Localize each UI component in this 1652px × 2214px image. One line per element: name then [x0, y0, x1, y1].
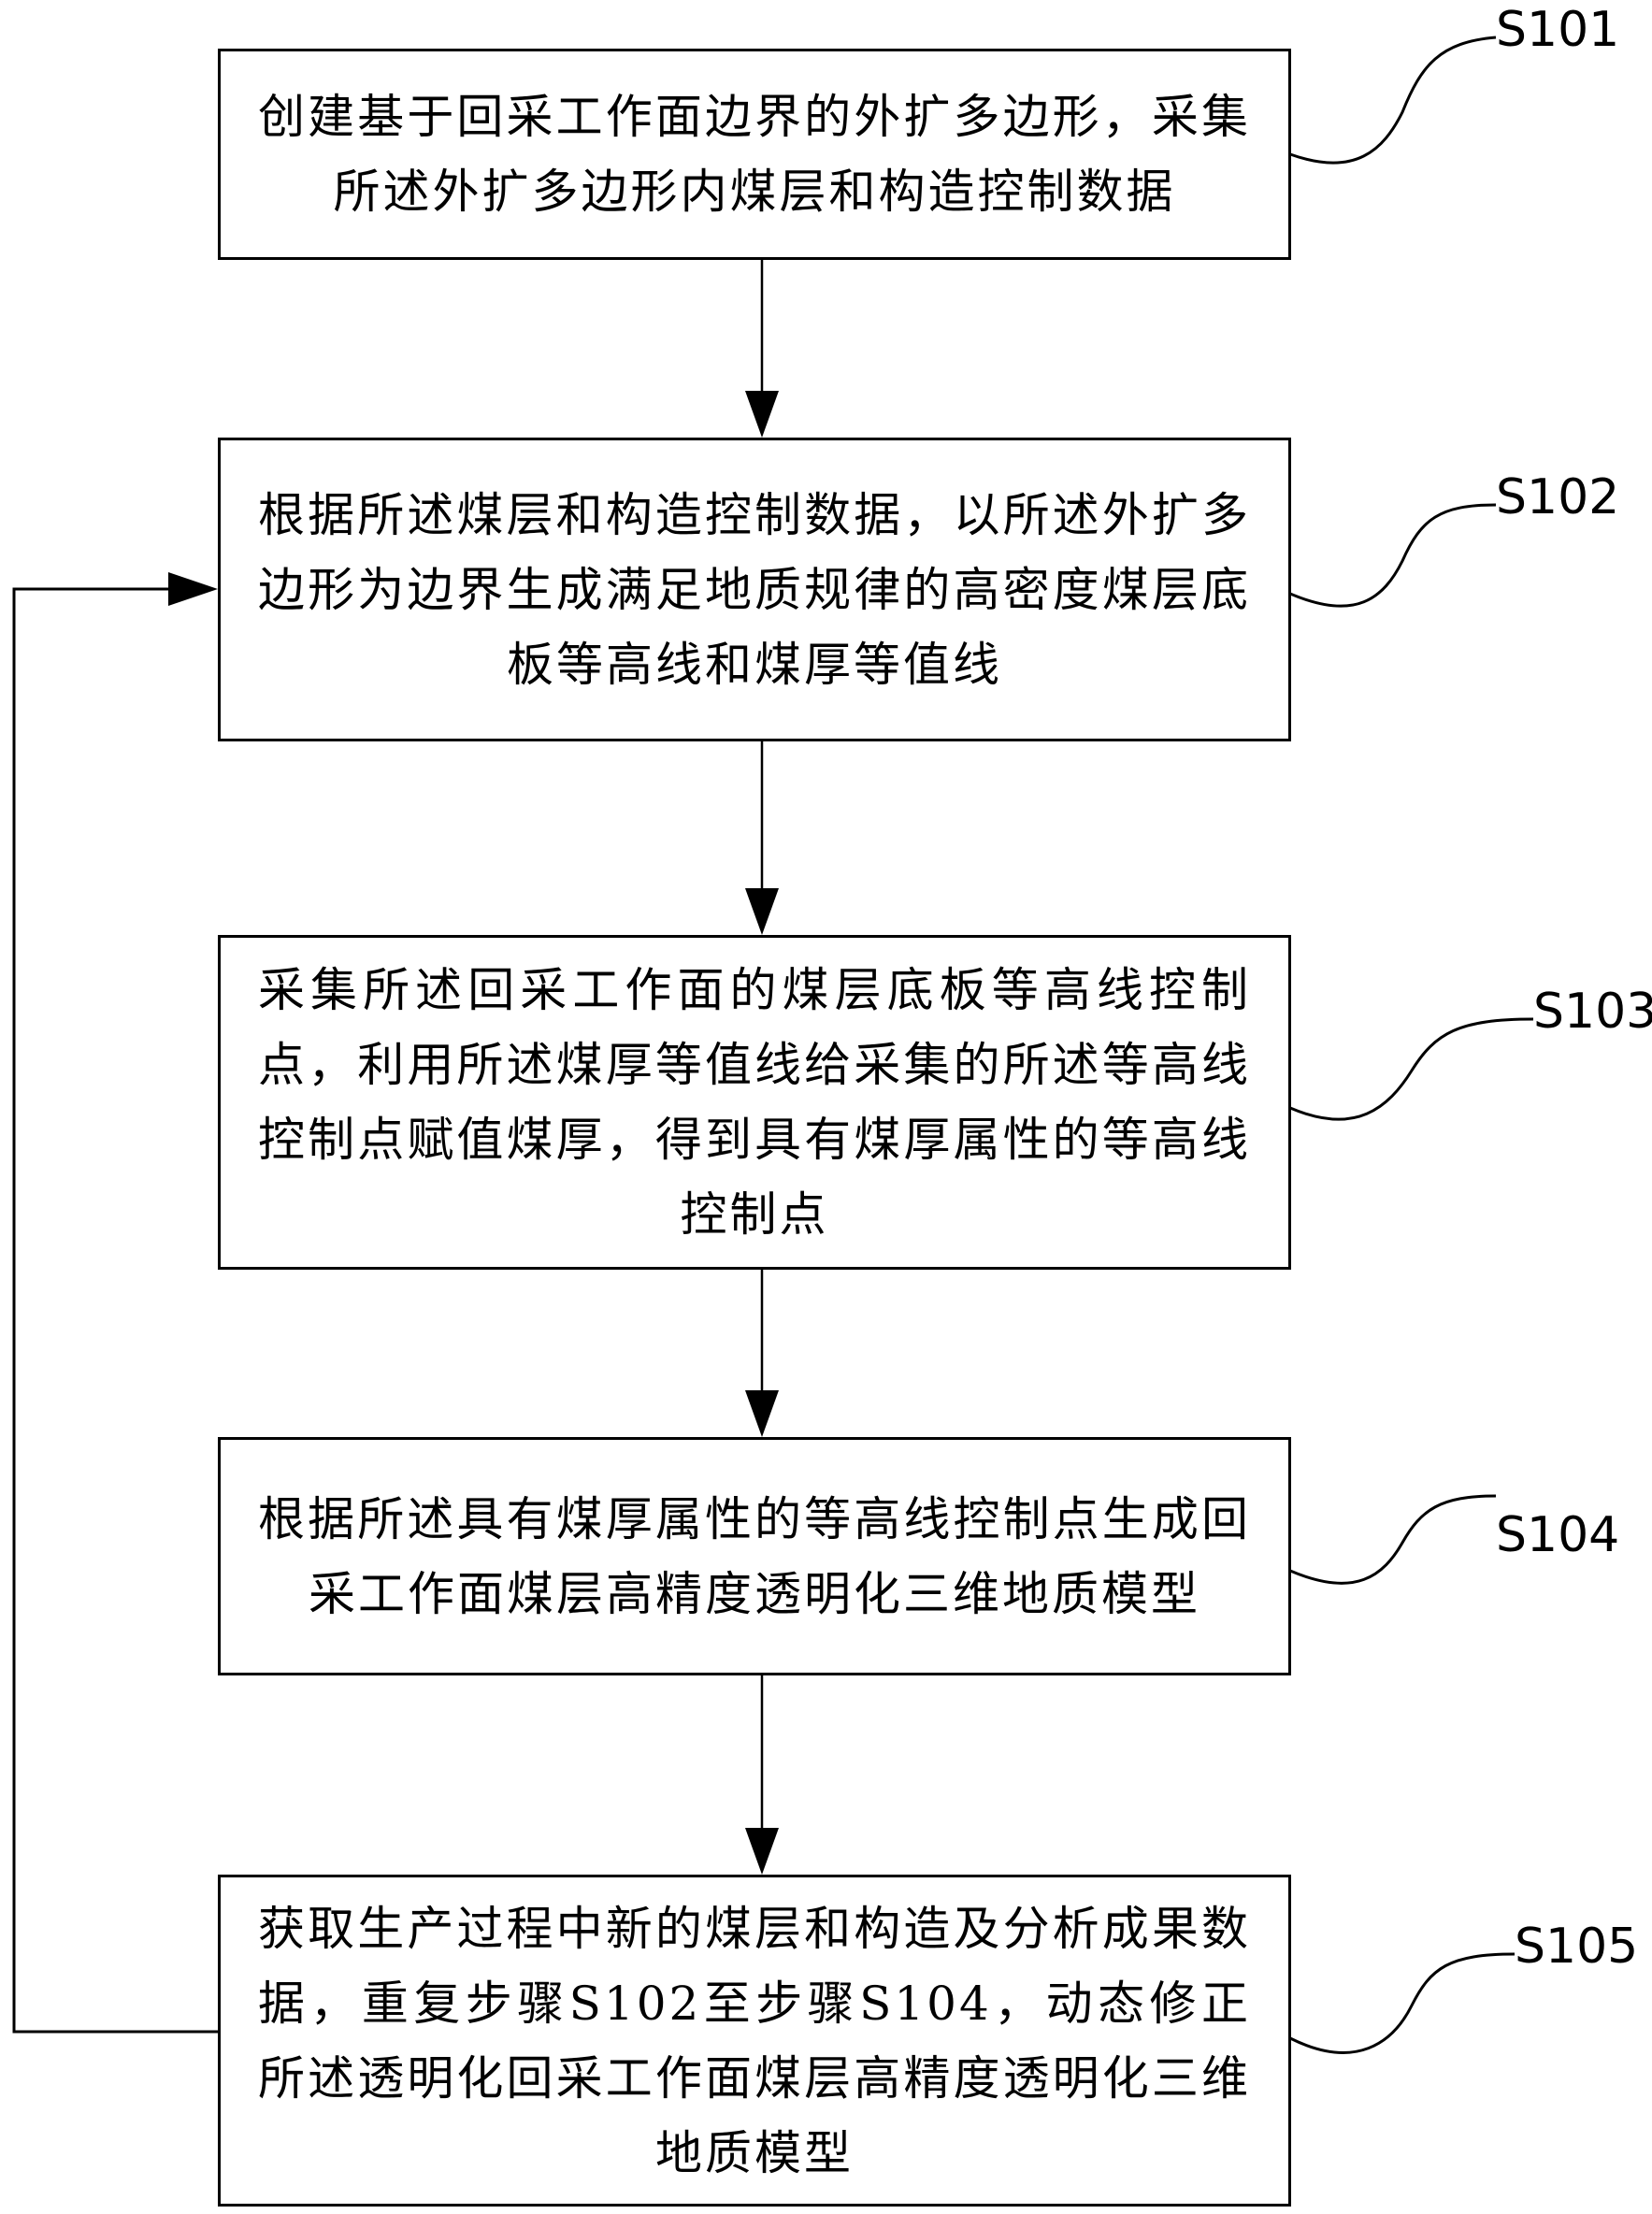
arrow-s104-s105 [745, 1675, 779, 1875]
step-text-s103: 采集所述回采工作面的煤层底板等高线控制点，利用所述煤厚等值线给采集的所述等高线控… [258, 963, 1251, 1242]
step-text-s104: 根据所述具有煤厚属性的等高线控制点生成回采工作面煤层高精度透明化三维地质模型 [258, 1491, 1251, 1621]
leader-line-s101 [1289, 36, 1497, 165]
leader-line-s104 [1289, 1494, 1497, 1585]
step-text-s102: 根据所述煤层和构造控制数据，以所述外扩多边形为边界生成满足地质规律的高密度煤层底… [258, 487, 1251, 692]
step-label-s102: S102 [1496, 469, 1620, 525]
leader-line-s105 [1289, 1952, 1516, 2054]
arrow-s101-s102 [745, 260, 779, 438]
leader-line-s103 [1289, 1017, 1534, 1121]
step-box-s105: 获取生产过程中新的煤层和构造及分析成果数据，重复步骤S102至步骤S104，动态… [218, 1875, 1291, 2207]
step-box-s104: 根据所述具有煤厚属性的等高线控制点生成回采工作面煤层高精度透明化三维地质模型 [218, 1437, 1291, 1675]
step-label-s101: S101 [1496, 2, 1620, 58]
arrow-s103-s104 [745, 1270, 779, 1437]
feedback-loop-arrow [12, 572, 218, 2034]
step-box-s101: 创建基于回采工作面边界的外扩多边形，采集所述外扩多边形内煤层和构造控制数据 [218, 49, 1291, 260]
arrow-s102-s103 [745, 741, 779, 935]
step-box-s102: 根据所述煤层和构造控制数据，以所述外扩多边形为边界生成满足地质规律的高密度煤层底… [218, 438, 1291, 741]
step-text-s101: 创建基于回采工作面边界的外扩多边形，采集所述外扩多边形内煤层和构造控制数据 [258, 90, 1251, 219]
step-label-s103: S103 [1533, 984, 1652, 1040]
step-label-s105: S105 [1515, 1919, 1639, 1975]
step-label-s104: S104 [1496, 1507, 1620, 1563]
step-box-s103: 采集所述回采工作面的煤层底板等高线控制点，利用所述煤厚等值线给采集的所述等高线控… [218, 935, 1291, 1270]
step-text-s105: 获取生产过程中新的煤层和构造及分析成果数据，重复步骤S102至步骤S104，动态… [258, 1901, 1251, 2180]
leader-line-s102 [1289, 503, 1497, 608]
